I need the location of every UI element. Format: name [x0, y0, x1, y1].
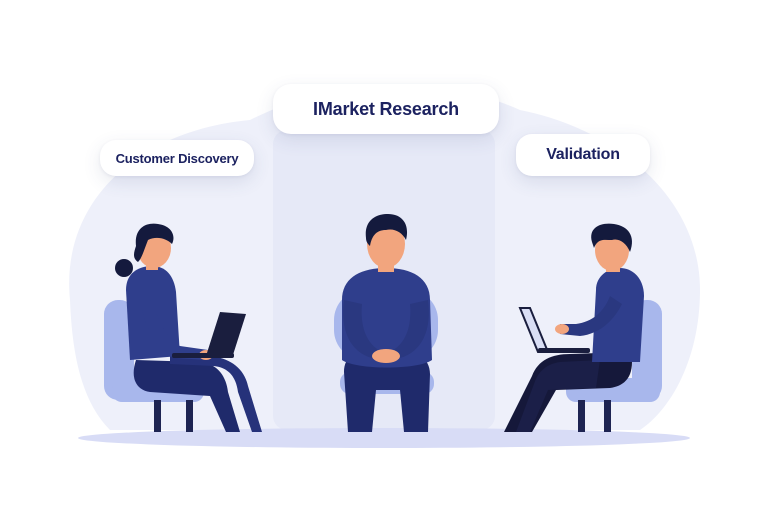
left-laptop	[172, 312, 246, 358]
customer-discovery-label: Customer Discovery	[100, 140, 254, 176]
man-with-laptop-figure	[504, 223, 662, 432]
floor-shadow	[78, 428, 690, 448]
woman-with-laptop-figure	[104, 223, 262, 432]
right-laptop	[518, 307, 590, 353]
validation-label: Validation	[516, 134, 650, 176]
market-research-label: IMarket Research	[273, 84, 499, 134]
seated-man-figure	[334, 214, 438, 432]
